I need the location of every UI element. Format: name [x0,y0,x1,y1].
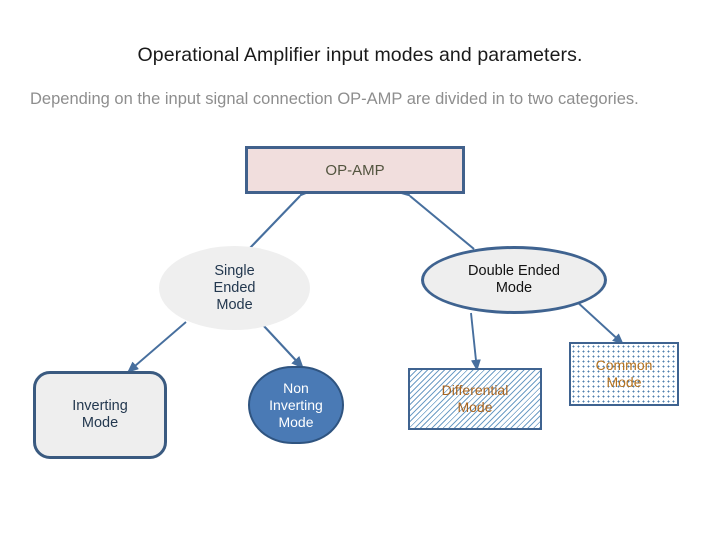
edge-single-inverting [127,321,187,373]
node-non-inverting-mode-label: Non Inverting Mode [269,379,323,430]
node-single-ended-mode-label: Single Ended Mode [213,262,256,313]
node-inverting-mode[interactable]: Inverting Mode [33,371,167,459]
node-double-ended-mode[interactable]: Double Ended Mode [421,246,607,314]
node-common-mode[interactable]: Common Mode [569,342,679,406]
node-non-inverting-mode[interactable]: Non Inverting Mode [248,366,344,444]
edge-opamp-double [397,184,475,250]
edge-double-common [574,299,624,345]
edge-opamp-single [248,184,312,250]
page-title: Operational Amplifier input modes and pa… [137,44,583,66]
edge-double-differential [470,312,481,372]
node-double-ended-mode-label: Double Ended Mode [468,263,560,296]
node-common-mode-label: Common Mode [595,357,653,390]
node-op-amp-label: OP-AMP [325,161,385,179]
node-differential-mode[interactable]: Differential Mode [408,368,542,430]
node-single-ended-mode[interactable]: Single Ended Mode [159,246,310,330]
edge-single-noninverting [262,324,304,369]
node-differential-mode-label: Differential Mode [441,382,509,415]
node-op-amp[interactable]: OP-AMP [245,146,465,194]
page-subtitle: Depending on the input signal connection… [30,90,639,108]
node-inverting-mode-label: Inverting Mode [72,398,128,431]
